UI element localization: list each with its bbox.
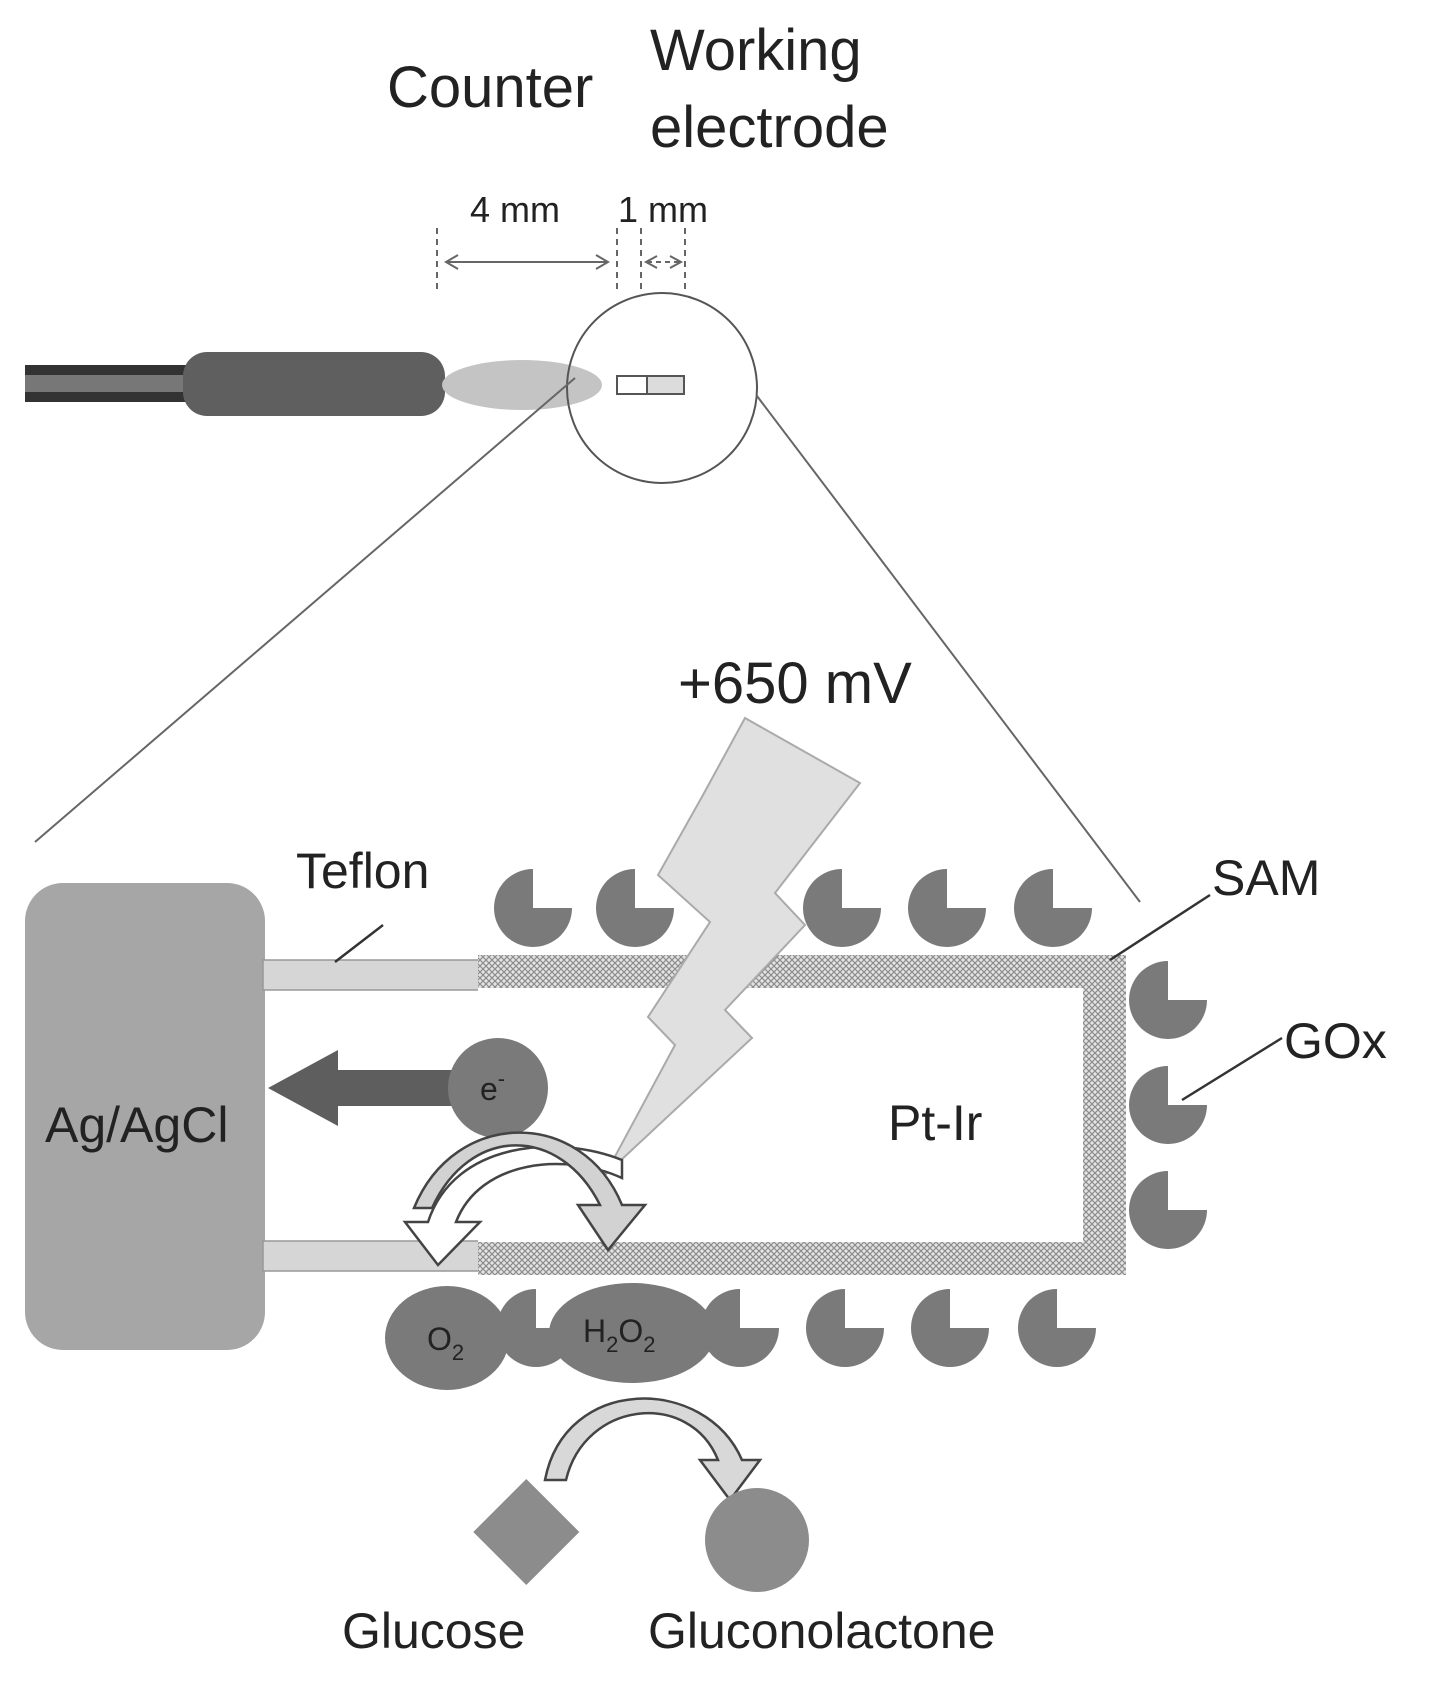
voltage-label: +650 mV [678, 651, 912, 716]
gox-enzyme [1129, 1066, 1207, 1144]
gluconolactone-molecule [705, 1488, 809, 1592]
electron-label: e- [480, 1066, 505, 1107]
gox-pointer [1181, 1036, 1283, 1102]
probe-tip-taper [442, 360, 602, 410]
sam-label: SAM [1212, 850, 1320, 906]
h2o2-label: H2O2 [583, 1313, 656, 1357]
electrode-probe [25, 352, 685, 416]
working-electrode-label-line1: Working [650, 18, 862, 83]
glucose-molecule [473, 1478, 580, 1586]
dimension-markers [436, 228, 686, 290]
gox-enzyme [1014, 869, 1092, 947]
gox-label: GOx [1284, 1013, 1387, 1069]
sam-layer [478, 955, 1126, 1275]
gox-enzyme [911, 1289, 989, 1367]
gox-enzyme [806, 1289, 884, 1367]
pt-ir-electrode [478, 988, 1083, 1242]
gluconolactone-label: Gluconolactone [648, 1603, 995, 1659]
gox-enzyme [908, 869, 986, 947]
electron [448, 1038, 548, 1138]
oxidation-arrow [412, 1131, 648, 1253]
counter-label: Counter [387, 55, 593, 120]
glucose-label: Glucose [342, 1603, 525, 1659]
ag-agcl-label: Ag/AgCl [45, 1097, 228, 1153]
glucose-conversion-arrow [543, 1397, 763, 1503]
dimension-1mm-label: 1 mm [618, 189, 708, 230]
gox-enzyme [1129, 1171, 1207, 1249]
gox-enzyme [1018, 1289, 1096, 1367]
ag-agcl-block [25, 883, 265, 1350]
magnifier-circle [566, 292, 758, 484]
gox-enzyme [494, 869, 572, 947]
dimension-4mm-label: 4 mm [470, 189, 560, 230]
sam-pointer [1109, 893, 1211, 962]
probe-wire [25, 392, 195, 402]
teflon-insulation-top [262, 959, 482, 991]
probe-wire [25, 365, 195, 375]
counter-electrode-segment [616, 375, 648, 395]
electron-flow-arrow [268, 1050, 455, 1126]
gox-enzyme [596, 869, 674, 947]
gox-enzyme [1129, 961, 1207, 1039]
probe-handle [183, 352, 445, 416]
teflon-pointer [334, 924, 384, 963]
gox-enzyme [701, 1289, 779, 1367]
zoom-line-left [34, 377, 576, 843]
o2-molecule [385, 1286, 509, 1390]
gox-enzyme [803, 869, 881, 947]
pt-ir-label: Pt-Ir [888, 1095, 982, 1151]
o2-label: O2 [427, 1321, 464, 1365]
zoom-line-right [756, 395, 1141, 903]
working-electrode-segment [646, 375, 685, 395]
h2o2-molecule [549, 1283, 715, 1383]
teflon-label: Teflon [296, 843, 429, 899]
probe-wire-gap [25, 375, 195, 392]
working-electrode-label-line2: electrode [650, 95, 889, 160]
